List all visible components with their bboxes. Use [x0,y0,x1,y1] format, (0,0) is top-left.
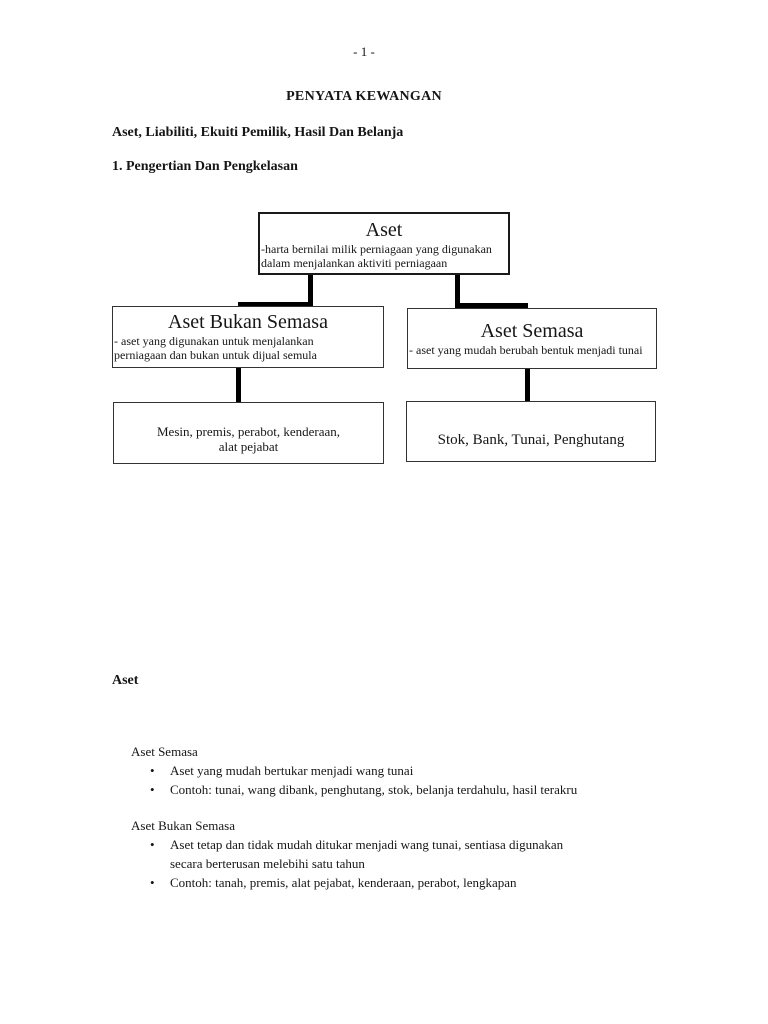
document-title: PENYATA KEWANGAN [286,89,442,104]
bullet-icon: • [150,782,155,797]
diagram-box-aset-semasa-title: Aset Semasa [480,320,584,342]
bullet-item: • Contoh: tanah, premis, alat pejabat, k… [131,873,641,892]
connector-left-leaf-vertical [236,368,241,402]
diagram-box-aset-bukan-semasa: Aset Bukan Semasa - aset yang digunakan … [112,306,384,368]
section-aset-semasa: Aset Semasa • Aset yang mudah bertukar m… [131,742,641,799]
page-number: - 1 - [353,44,375,59]
connector-right-leaf-vertical [525,369,530,401]
bullet-icon: • [150,837,155,852]
bullet-icon: • [150,763,155,778]
diagram-leaf-text-line: Mesin, premis, perabot, kenderaan, [156,424,341,439]
diagram-leaf-text-line: Stok, Bank, Tunai, Penghutang [437,432,625,448]
diagram-box-aset-desc-line: -harta bernilai milik perniagaan yang di… [261,242,492,256]
diagram-box-aset: Aset -harta bernilai milik perniagaan ya… [258,212,510,275]
diagram-box-aset-bukan-semasa-title: Aset Bukan Semasa [168,311,328,333]
connector-left-elbow-horizontal [238,302,313,307]
bullet-text-line: Contoh: tanah, premis, alat pejabat, ken… [170,875,517,890]
diagram-box-aset-desc-line: dalam menjalankan aktiviti perniagaan [261,256,448,270]
bullet-text-line: Aset yang mudah bertukar menjadi wang tu… [170,763,414,778]
diagram-box-aset-bukan-semasa-desc-line: - aset yang digunakan untuk menjalankan [114,334,314,348]
connector-left-elbow-vertical [308,275,313,307]
section-label: Aset Bukan Semasa [131,818,235,833]
bullet-text-line: secara berterusan melebihi satu tahun [170,856,365,871]
document-subtitle: Aset, Liabiliti, Ekuiti Pemilik, Hasil D… [112,125,404,140]
bullet-text-line: Aset tetap dan tidak mudah ditukar menja… [170,837,564,852]
bullet-icon: • [150,875,155,890]
connector-right-elbow-vertical [455,275,460,308]
connector-right-elbow-horizontal [455,303,528,308]
bullet-item: • Contoh: tunai, wang dibank, penghutang… [131,780,641,799]
bullet-item: • Aset tetap dan tidak mudah ditukar men… [131,835,641,873]
body-heading-aset: Aset [112,673,139,688]
section-label: Aset Semasa [131,744,198,759]
section-heading: 1. Pengertian Dan Pengkelasan [112,159,298,174]
diagram-box-examples-bukan-semasa: Mesin, premis, perabot, kenderaan, alat … [113,402,384,464]
diagram-box-aset-bukan-semasa-desc-line: perniagaan dan bukan untuk dijual semula [114,348,317,362]
bullet-item: • Aset yang mudah bertukar menjadi wang … [131,761,641,780]
diagram-box-aset-title: Aset [365,219,403,241]
section-aset-bukan-semasa: Aset Bukan Semasa • Aset tetap dan tidak… [131,816,641,892]
diagram-box-aset-semasa-desc-line: - aset yang mudah berubah bentuk menjadi… [409,343,643,357]
diagram-leaf-text-line: alat pejabat [218,439,279,454]
diagram-box-aset-semasa: Aset Semasa - aset yang mudah berubah be… [407,308,657,369]
diagram-box-examples-semasa: Stok, Bank, Tunai, Penghutang [406,401,656,462]
bullet-text-line: Contoh: tunai, wang dibank, penghutang, … [170,782,578,797]
